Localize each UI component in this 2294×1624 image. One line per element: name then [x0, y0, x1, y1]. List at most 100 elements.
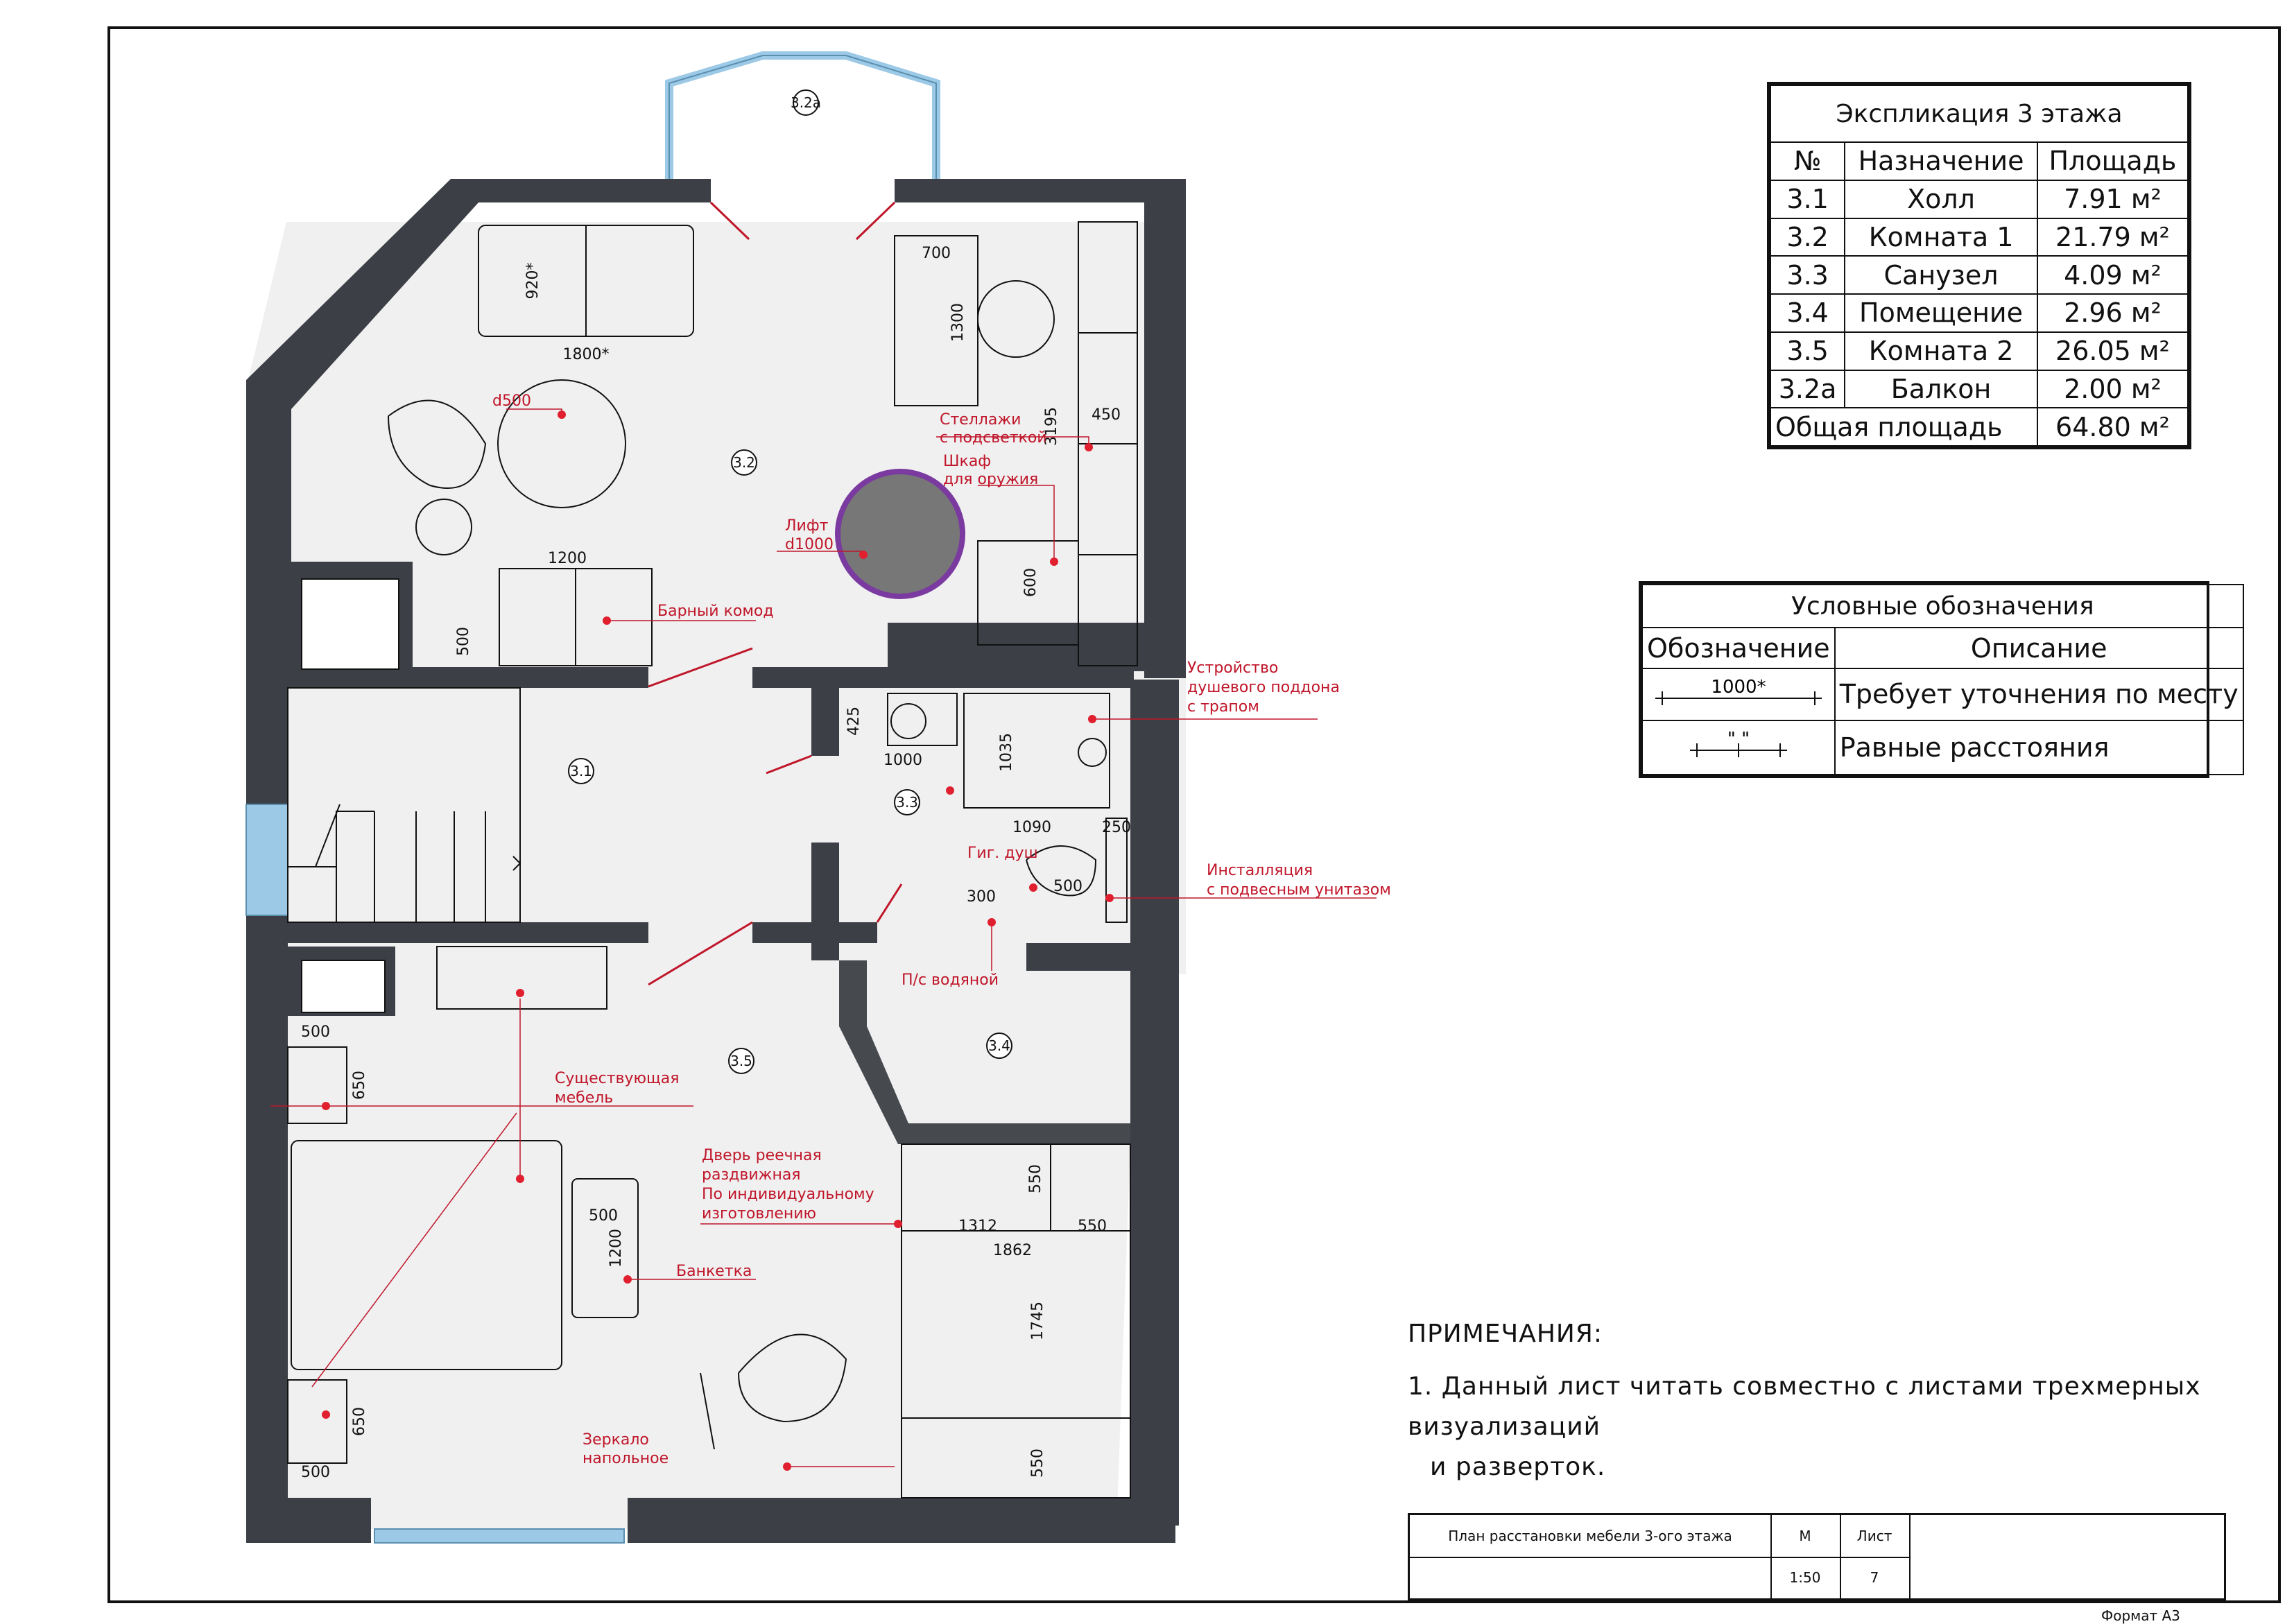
cell: Комната 1	[1844, 217, 2038, 257]
stairs	[287, 687, 521, 923]
title-block: План расстановки мебели 3-ого этажа М Ли…	[1408, 1513, 2226, 1600]
dim-shelf-length: 3195	[1043, 407, 1060, 446]
note-installation-1: Инсталляция	[1207, 862, 1313, 879]
note-shelves-1: Стеллажи	[940, 411, 1021, 429]
note-bar-dresser: Барный комод	[657, 603, 774, 620]
room-label-31: 3.1	[568, 758, 594, 784]
notes-line-2: и разверток.	[1430, 1453, 1606, 1481]
dim-nightstand1-depth: 650	[351, 1071, 368, 1100]
dim-sofa-width: 1800*	[563, 346, 610, 363]
table-row-total: Общая площадь 64.80 м²	[1770, 407, 2189, 447]
legend-description-clarify: Требует уточнения по месту	[1834, 668, 2244, 721]
cell: 3.4	[1769, 293, 1846, 333]
doors	[648, 201, 903, 986]
dim-washbasin-depth: 1300	[949, 303, 967, 342]
notes-line-1: 1. Данный лист читать совместно с листам…	[1408, 1372, 2201, 1441]
dim-sink-width: 1000	[883, 752, 922, 769]
cell: 3.3	[1769, 255, 1846, 295]
equal-distance-icon: " "	[1689, 729, 1787, 758]
dim-shower-length: 1035	[998, 733, 1015, 772]
legend-header-symbol: Обозначение	[1641, 626, 1836, 670]
total-label: Общая площадь	[1770, 407, 2038, 447]
cell: 3.1	[1769, 179, 1846, 219]
legend-title: Условные обозначения	[1641, 584, 2244, 628]
dim-wc-depth: 500	[1053, 878, 1083, 895]
note-hygienic-shower: Гиг. душ	[967, 845, 1038, 862]
dim-dresser-width: 1200	[548, 550, 587, 567]
cell: 2.96 м²	[2036, 293, 2189, 333]
legend-equal-text: " "	[1727, 729, 1750, 750]
stamp-sheet-label: Лист	[1840, 1515, 1911, 1558]
furniture	[287, 221, 1138, 1498]
svg-text:3.1: 3.1	[570, 763, 592, 779]
marker-dots	[322, 411, 1114, 1471]
room-label-32: 3.2	[731, 449, 757, 476]
room-labels: 3.2a 3.2 3.1 3.3 3.4 3.5	[568, 89, 1012, 1074]
svg-text:3.4: 3.4	[988, 1037, 1010, 1054]
cell: 4.09 м²	[2036, 255, 2189, 295]
dimensions: 1800* 920* 1200 500 700 1300 3195 450 60…	[301, 245, 1131, 1481]
dim-bench-width: 500	[589, 1207, 618, 1225]
note-existing-1: Существующая	[555, 1070, 680, 1087]
note-gun-cabinet-2: для оружия	[943, 471, 1038, 488]
table-row: " " Равные расстояния	[1641, 719, 2244, 776]
explication-header-no: №	[1769, 141, 1846, 181]
legend-symbol-equal: " "	[1641, 719, 1836, 776]
cell: Балкон	[1844, 369, 2038, 409]
note-bench: Банкетка	[676, 1263, 752, 1280]
window-bottom	[374, 1528, 625, 1544]
format-label: Формат А3	[2101, 1607, 2180, 1624]
dim-ledge: 250	[1102, 819, 1131, 836]
note-water-riser: П/с водяной	[902, 971, 999, 989]
total-value: 64.80 м²	[2036, 407, 2189, 447]
annotations: d500 Стеллажи с подсветкой Шкаф для оруж…	[492, 392, 1391, 1467]
leader-lines	[270, 408, 1377, 1467]
cell: 3.2а	[1769, 369, 1846, 409]
note-mirror-2: напольное	[583, 1450, 669, 1467]
dim-bench-length: 1200	[607, 1229, 625, 1268]
note-gun-cabinet-1: Шкаф	[943, 453, 991, 470]
room-label-32a: 3.2a	[791, 89, 821, 116]
note-shower-tray-2: душевого поддона	[1187, 679, 1340, 696]
legend-description-equal: Равные расстояния	[1834, 719, 2244, 776]
dimension-symbol-icon: 1000*	[1655, 677, 1822, 706]
lift	[835, 469, 965, 599]
svg-text:3.3: 3.3	[896, 794, 918, 811]
stamp-m-label: М	[1770, 1515, 1841, 1558]
legend-header-description: Описание	[1834, 626, 2244, 670]
dim-nightstand2-width: 500	[301, 1464, 330, 1481]
cell: Холл	[1844, 179, 2038, 219]
stamp-sheet-no: 7	[1840, 1557, 1911, 1598]
note-lift-2: d1000	[785, 536, 834, 553]
explication-header-area: Площадь	[2036, 141, 2189, 181]
explication-title: Экспликация 3 этажа	[1770, 85, 2189, 143]
dim-sofa-depth: 920*	[524, 263, 542, 300]
dim-nightstand1-width: 500	[301, 1023, 330, 1041]
room-label-35: 3.5	[728, 1048, 754, 1074]
cell: Комната 2	[1844, 331, 2038, 371]
balcony	[665, 51, 940, 180]
sheet-frame	[107, 26, 2281, 1603]
legend-table: Условные обозначения Обозначение Описани…	[1639, 581, 2244, 778]
cell: 26.05 м²	[2036, 331, 2189, 371]
table-row: 1000* Требует уточнения по месту	[1641, 668, 2244, 721]
svg-text:3.2: 3.2	[733, 454, 755, 471]
note-slide-door-4: изготовлению	[702, 1205, 816, 1223]
note-mirror-1: Зеркало	[583, 1431, 649, 1449]
dim-closet-b: 550	[1078, 1218, 1107, 1235]
stamp-title: План расстановки мебели 3-ого этажа	[1410, 1515, 1772, 1558]
cell: Санузел	[1844, 255, 2038, 295]
notes-title: ПРИМЕЧАНИЯ:	[1408, 1320, 1603, 1348]
note-shower-tray-3: с трапом	[1187, 698, 1259, 716]
note-shelves-2: с подсветкой	[940, 429, 1047, 447]
notes: ПРИМЕЧАНИЯ: 1. Данный лист читать совмес…	[1408, 1314, 2294, 1487]
dim-washbasin-width: 700	[922, 245, 951, 262]
room-label-34: 3.4	[986, 1033, 1012, 1059]
cell: 21.79 м²	[2036, 217, 2189, 257]
explication-header-purpose: Назначение	[1844, 141, 2038, 181]
